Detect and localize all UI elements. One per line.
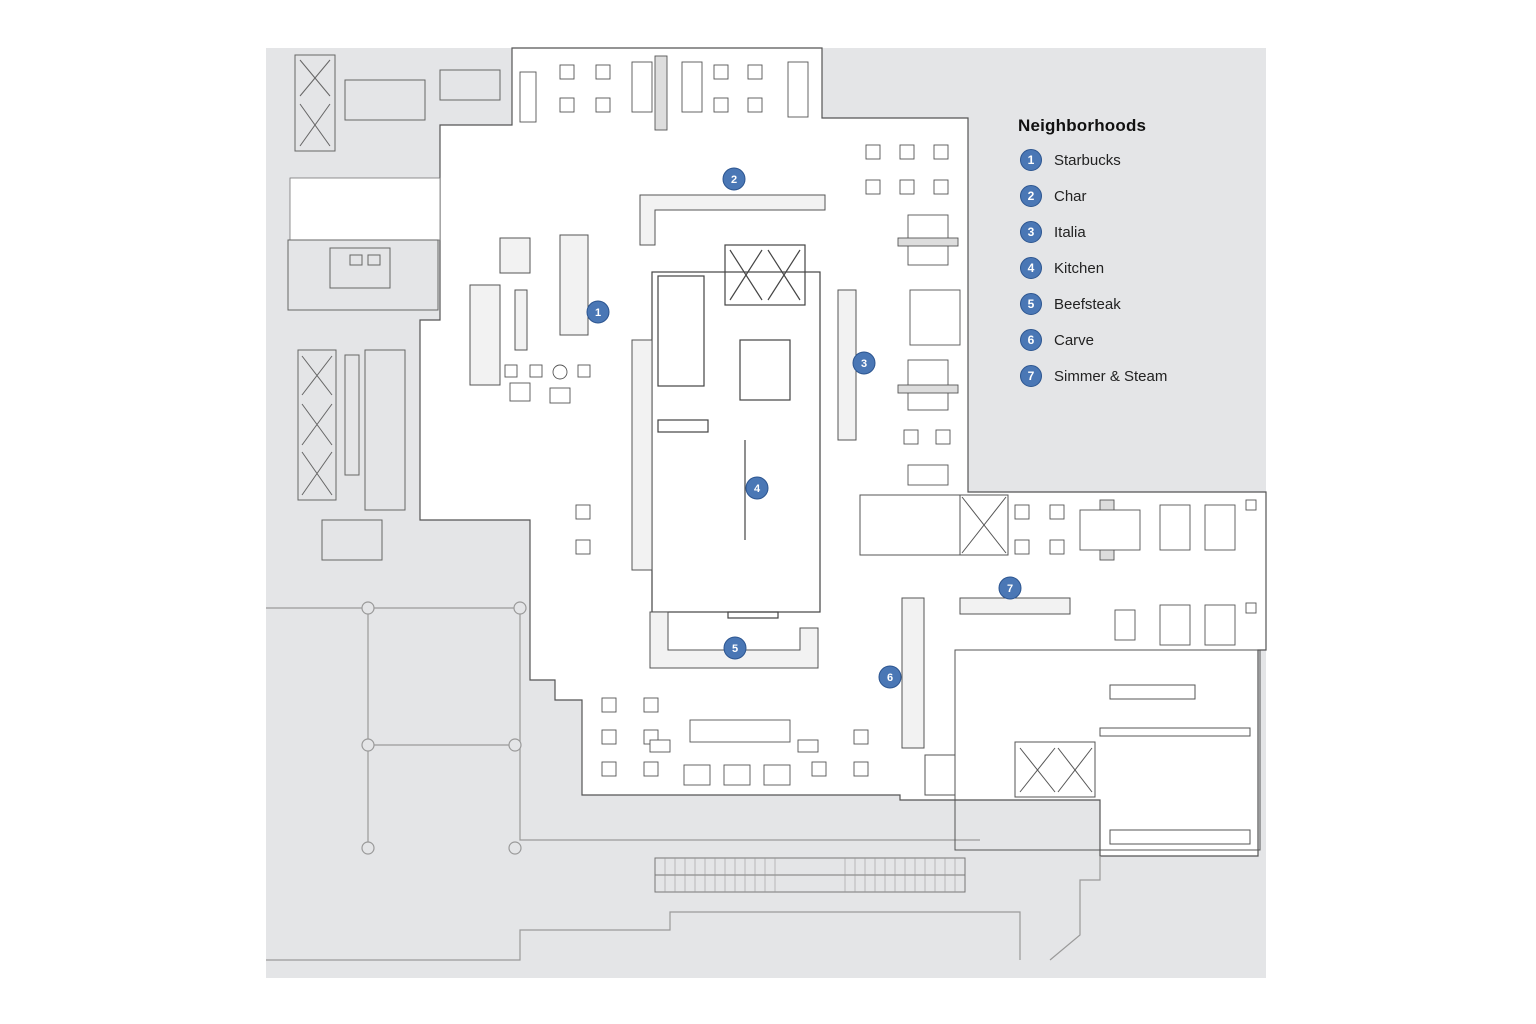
marker-circle (722, 167, 746, 191)
marker-circle (745, 476, 769, 500)
legend-badge: 4 (1020, 257, 1042, 279)
escalator (654, 857, 966, 893)
legend-label: Italia (1054, 223, 1086, 241)
seating-tables (504, 55, 1257, 786)
legend-item: 3 Italia (1018, 220, 1238, 244)
legend-label: Carve (1054, 331, 1095, 349)
neighborhood-marker: 4 (745, 476, 769, 500)
elevator-core-left (297, 349, 406, 561)
legend-label: Starbucks (1054, 151, 1121, 169)
legend-item: 2 Char (1018, 184, 1238, 208)
neighborhood-markers: 1 2 3 4 5 6 7 (586, 167, 1022, 689)
legend-label: Simmer & Steam (1054, 367, 1168, 385)
neighborhood-marker: 7 (998, 576, 1022, 600)
restrooms (287, 239, 439, 311)
legend-item: 5 Beefsteak (1018, 292, 1238, 316)
marker-number: 7 (1007, 583, 1013, 595)
neighborhood-marker: 5 (723, 636, 747, 660)
marker-number: 4 (754, 483, 761, 495)
legend-item: 4 Kitchen (1018, 256, 1238, 280)
legend-badge: 3 (1020, 221, 1042, 243)
legend-badge: 5 (1020, 293, 1042, 315)
legend-badge: 1 (1020, 149, 1042, 171)
legend-title: Neighborhoods (1018, 116, 1147, 135)
legend-badge: 6 (1020, 329, 1042, 351)
service-counters (469, 194, 1071, 749)
corridor-lines (266, 601, 1101, 961)
neighborhood-marker: 6 (878, 665, 902, 689)
elevator-core-upper-left (294, 54, 501, 152)
marker-number: 1 (595, 307, 601, 319)
vestibule (289, 177, 441, 241)
neighborhood-marker: 2 (722, 167, 746, 191)
neighborhood-marker: 1 (586, 300, 610, 324)
legend-label: Char (1054, 187, 1087, 205)
marker-number: 3 (861, 358, 867, 370)
marker-circle (998, 576, 1022, 600)
neighborhood-marker: 3 (852, 351, 876, 375)
legend: Neighborhoods 1 Starbucks 2 Char 3 Italia 4 Kit… (1018, 116, 1238, 400)
italia-wing (859, 130, 1009, 556)
marker-number: 6 (887, 672, 893, 684)
marker-circle (852, 351, 876, 375)
marker-circle (586, 300, 610, 324)
legend-item: 1 Starbucks (1018, 148, 1238, 172)
legend-item: 7 Simmer & Steam (1018, 364, 1238, 388)
legend-label: Beefsteak (1054, 295, 1121, 313)
marker-number: 5 (732, 643, 738, 655)
legend-badge: 7 (1020, 365, 1042, 387)
legend-item: 6 Carve (1018, 328, 1238, 352)
legend-badge: 2 (1020, 185, 1042, 207)
marker-number: 2 (731, 174, 737, 186)
marker-circle (723, 636, 747, 660)
legend-list: 1 Starbucks 2 Char 3 Italia 4 Kitchen 5 Beefsteak… (1018, 148, 1238, 388)
marker-circle (878, 665, 902, 689)
legend-label: Kitchen (1054, 259, 1105, 277)
back-of-house (924, 649, 1261, 851)
